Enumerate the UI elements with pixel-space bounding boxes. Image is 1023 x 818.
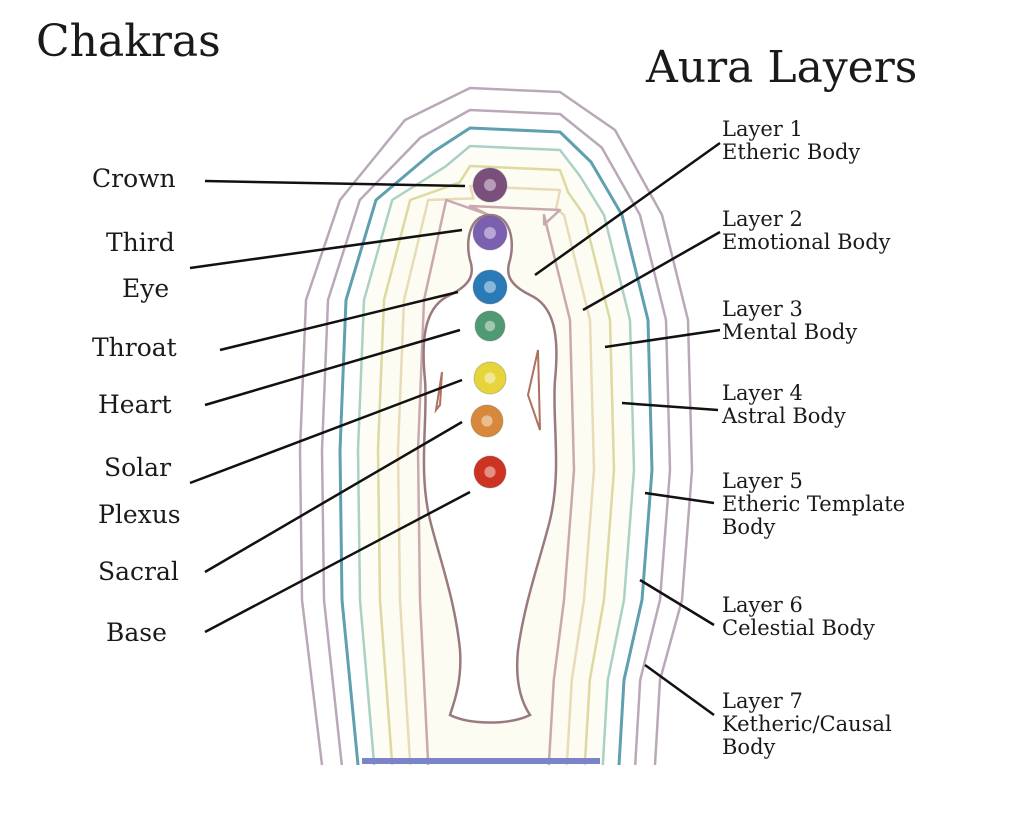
layer-name-2: Body: [722, 735, 776, 760]
chakra-label-solar-1: Solar: [104, 453, 172, 482]
layer-number: Layer 1: [722, 117, 803, 141]
aura-layer-1-outline: [416, 198, 576, 766]
layer-number: Layer 6: [722, 593, 803, 617]
layer-number: Layer 7: [722, 689, 803, 713]
leader-line-layer-6: [639, 578, 715, 627]
leader-line-layer-1: [534, 141, 721, 277]
layer-name: Emotional Body: [722, 230, 891, 255]
chakra-sacral-center: [481, 415, 493, 427]
leader-line-layer-3: [604, 328, 721, 349]
chakras-title: Chakras: [36, 16, 221, 67]
layer-2-label: Layer 2 Emotional Body: [722, 207, 891, 255]
layer-name: Ketheric/Causal: [722, 712, 892, 737]
chakra-crown-center: [484, 179, 496, 191]
chakra-third-eye-center: [484, 227, 496, 239]
leader-line-crown: [204, 179, 466, 188]
layer-name: Etheric Template: [722, 492, 906, 517]
chakra-solar-plexus-icon: [473, 361, 507, 395]
chakra-throat-icon: [472, 269, 508, 305]
leader-line-layer-4: [621, 401, 719, 412]
aura-layer-2-outline: [396, 184, 596, 766]
chakra-heart-icon: [474, 310, 506, 342]
chakra-sacral-icon: [470, 404, 504, 438]
chakra-base-icon: [473, 455, 507, 489]
leader-line-layer-7: [644, 663, 715, 717]
leader-line-solar-plexus: [189, 378, 463, 485]
layer-3-label: Layer 3 Mental Body: [722, 297, 858, 345]
leader-line-layer-5: [644, 491, 715, 505]
layer-4-label: Layer 4 Astral Body: [722, 381, 846, 429]
chakra-label-throat: Throat: [92, 333, 177, 362]
leader-line-heart: [204, 328, 461, 407]
layer-5-label: Layer 5 Etheric Template Body: [722, 469, 906, 540]
chakra-third-eye-icon: [472, 215, 508, 251]
chakra-label-solar-2: Plexus: [98, 500, 181, 529]
layer-name-2: Body: [722, 515, 776, 540]
aura-layer-7-outline: [298, 86, 694, 766]
layer-7-label: Layer 7 Ketheric/Causal Body: [722, 689, 892, 760]
chakra-label-sacral: Sacral: [98, 557, 179, 586]
chakra-label-third-eye-2: Eye: [122, 274, 170, 303]
layer-number: Layer 3: [722, 297, 803, 321]
chakra-base-center: [484, 466, 496, 478]
leader-line-base: [204, 490, 471, 634]
chakra-solar-plexus-center: [484, 372, 496, 384]
leader-line-throat: [219, 290, 459, 352]
layer-6-label: Layer 6 Celestial Body: [722, 593, 875, 641]
layer-name: Etheric Body: [722, 140, 861, 165]
chakra-label-heart: Heart: [98, 390, 172, 419]
layer-number: Layer 5: [722, 469, 803, 493]
aura-layer-5-outline: [338, 126, 654, 766]
aura-layers-title: Aura Layers: [646, 42, 918, 93]
chakra-label-crown: Crown: [92, 164, 176, 193]
layer-number: Layer 2: [722, 207, 803, 231]
chakra-heart-center: [484, 320, 496, 332]
right-arm-mark: [526, 349, 541, 431]
layer-1-label: Layer 1 Etheric Body: [722, 117, 861, 165]
layer-name: Astral Body: [722, 404, 846, 429]
chakra-crown-icon: [472, 167, 508, 203]
aura-base-band: [362, 758, 600, 764]
leader-line-sacral: [204, 420, 463, 574]
layer-name: Mental Body: [722, 320, 858, 345]
leader-line-layer-2: [582, 230, 721, 312]
aura-layer-6-outline: [320, 108, 672, 766]
chakra-throat-center: [484, 281, 496, 293]
layer-number: Layer 4: [722, 381, 803, 405]
layer-name: Celestial Body: [722, 616, 875, 641]
chakra-label-third-eye-1: Third: [106, 228, 175, 257]
leader-line-third-eye: [189, 228, 463, 270]
chakra-label-base: Base: [106, 618, 167, 647]
